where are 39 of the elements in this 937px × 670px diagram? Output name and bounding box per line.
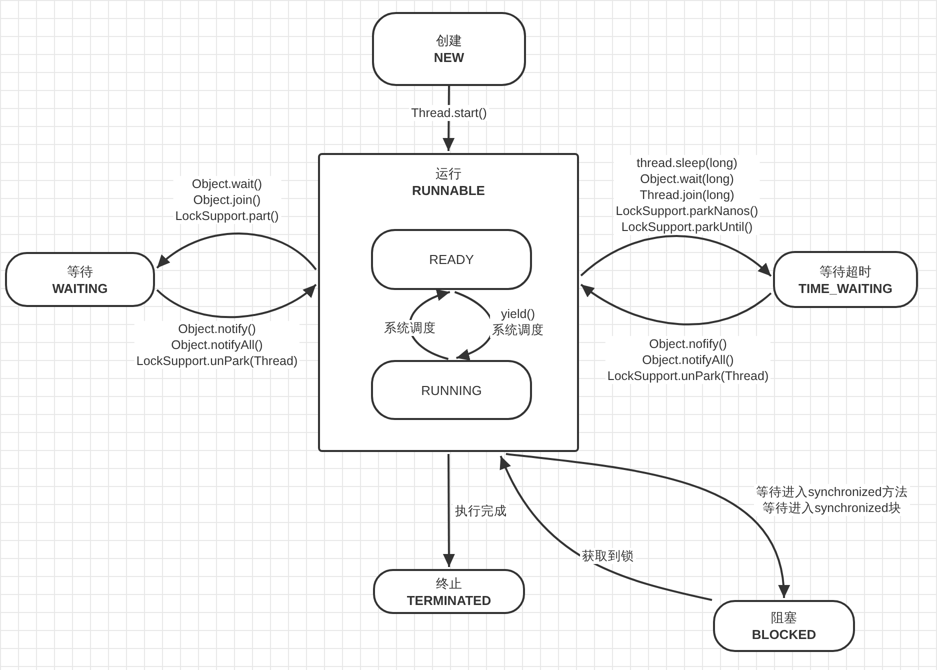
- arrow: [156, 232, 317, 270]
- arrow: [580, 284, 772, 326]
- arrow: [506, 453, 789, 598]
- state-box: [773, 251, 918, 308]
- state-name: TIME_WAITING: [798, 280, 892, 296]
- arrow: [156, 284, 317, 318]
- state-box: [5, 252, 155, 307]
- state-box: [372, 12, 526, 86]
- state-name: READY: [429, 251, 474, 268]
- state-box: [371, 360, 532, 420]
- arrow: [500, 456, 712, 601]
- edge-label: Object.wait() Object.join() LockSupport.part(): [173, 176, 281, 224]
- edge-label: 获取到锁: [580, 548, 636, 564]
- state-name: RUNNING: [421, 382, 482, 398]
- state-box: [371, 229, 532, 290]
- arrow: [442, 454, 455, 567]
- state-chinese-name: 运行: [436, 165, 462, 182]
- edge-label: yield() 系统调度: [490, 306, 546, 338]
- edge-label: Object.notify() Object.notifyAll() LockSupport.unPark(Thread): [134, 321, 300, 369]
- edge-label: 执行完成: [453, 503, 509, 519]
- state-chinese-name: 等待: [67, 262, 93, 280]
- edge-label: 等待进入synchronized方法等待进入synchronized块: [754, 484, 910, 516]
- state-name: RUNNABLE: [412, 182, 485, 199]
- state-chinese-name: 终止: [436, 574, 462, 592]
- edge-label: 系统调度: [382, 320, 438, 336]
- state-box: [713, 600, 855, 652]
- state-chinese-name: 创建: [436, 32, 462, 49]
- edge-label: thread.sleep(long) Object.wait(long) Thread.join(long) LockSupport.parkNanos() LockSupport.parkUntil(): [614, 155, 760, 235]
- state-name: TERMINATED: [406, 592, 492, 608]
- state-chinese-name: 阻塞: [771, 609, 797, 626]
- state-name: NEW: [434, 49, 464, 66]
- state-chinese-name: 等待超时: [820, 262, 872, 280]
- state-name: BLOCKED: [752, 626, 816, 643]
- state-box: [373, 569, 525, 614]
- arrow: [580, 235, 772, 277]
- edge-label: Thread.start(): [409, 105, 489, 121]
- composite-state-box: [318, 153, 579, 452]
- edge-label: Object.nofify() Object.notifyAll() LockSupport.unPark(Thread): [605, 336, 771, 384]
- state-name: WAITING: [52, 280, 108, 296]
